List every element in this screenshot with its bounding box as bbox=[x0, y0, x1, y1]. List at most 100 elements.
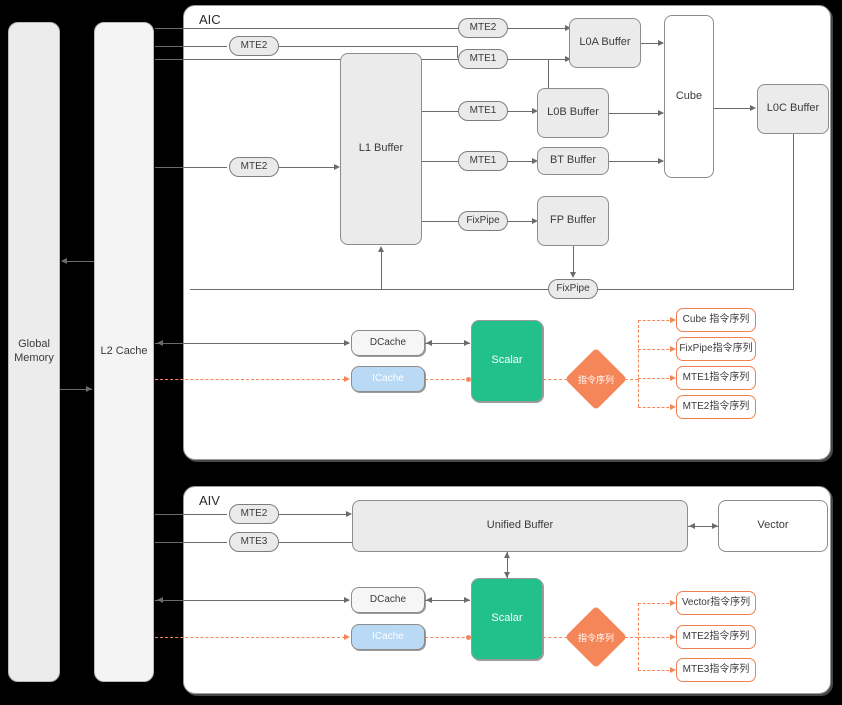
aic-q4-arrow bbox=[670, 404, 676, 410]
aiv-dcache-in-arrow bbox=[344, 597, 350, 603]
l2-to-gm-line bbox=[62, 261, 94, 262]
l0b-buffer-block: L0B Buffer bbox=[537, 88, 609, 138]
aic-feed-line-4 bbox=[155, 167, 227, 168]
vector-label: Vector bbox=[757, 519, 789, 532]
aic-mte1-c-arrow bbox=[532, 158, 538, 164]
fixpipe-to-l1-up bbox=[381, 252, 382, 289]
aic-dcache-scalar-line bbox=[425, 343, 470, 344]
fp-to-fixpipe-arrow bbox=[570, 272, 576, 278]
aic-mte2-top-arrow bbox=[565, 25, 571, 31]
aic-mte2-mid-label: MTE2 bbox=[240, 160, 268, 172]
aic-mte1-c-pill: MTE1 bbox=[458, 151, 508, 171]
aic-queue-mte2-label: MTE2指令序列 bbox=[682, 400, 750, 412]
aic-q2-arrow bbox=[670, 346, 676, 352]
aiv-queue-mte3: MTE3指令序列 bbox=[676, 658, 756, 682]
aiv-queue-vector: Vector指令序列 bbox=[676, 591, 756, 615]
ub-vector-arrow-r bbox=[712, 523, 718, 529]
l1-out-mte1a bbox=[422, 59, 458, 60]
aic-dispatch-bus-dash bbox=[620, 379, 638, 380]
bt-to-cube bbox=[609, 161, 663, 162]
aiv-icache-scalar-dash bbox=[425, 637, 470, 638]
l0c-buffer-block: L0C Buffer bbox=[757, 84, 829, 134]
aic-mte2-mid-pill: MTE2 bbox=[229, 157, 279, 177]
aiv-dcache-label: DCache bbox=[369, 593, 407, 605]
aic-feed-line-2 bbox=[155, 46, 227, 47]
aiv-l2-to-icache-dash bbox=[155, 637, 345, 638]
aic-title: AIC bbox=[199, 12, 221, 27]
cube-to-l0c-arrow bbox=[750, 105, 756, 111]
aic-icache-scalar-dash bbox=[425, 379, 470, 380]
aiv-feed-line-1 bbox=[155, 514, 227, 515]
aic-dcache-in-arrow bbox=[344, 340, 350, 346]
aiv-mte2-out bbox=[279, 514, 347, 515]
aic-dcache-block: DCache bbox=[351, 330, 425, 356]
aic-scalar-label: Scalar bbox=[491, 354, 523, 367]
l0a-to-cube bbox=[641, 43, 663, 44]
aic-q4-dash bbox=[638, 407, 674, 408]
aic-q1-arrow bbox=[670, 317, 676, 323]
aic-queue-fixpipe: FixPipe指令序列 bbox=[676, 337, 756, 361]
aiv-dcache-scalar-arrow-r bbox=[464, 597, 470, 603]
aiv-q3-arrow bbox=[670, 667, 676, 673]
aiv-mte2-arrow bbox=[346, 511, 352, 517]
l0b-to-cube-arrow bbox=[658, 110, 664, 116]
aic-queue-fixpipe-label: FixPipe指令序列 bbox=[679, 342, 753, 354]
aic-dcache-scalar-arrow-l bbox=[426, 340, 432, 346]
aic-mte1-a-label: MTE1 bbox=[469, 52, 497, 64]
cube-block: Cube bbox=[664, 15, 714, 178]
aic-mte1-b-label: MTE1 bbox=[469, 104, 497, 116]
aic-icache-label: ICache bbox=[372, 372, 404, 384]
fp-buffer-block: FP Buffer bbox=[537, 196, 609, 246]
l1-out-mte1c bbox=[422, 161, 458, 162]
gm-to-l2-line bbox=[60, 389, 92, 390]
l0c-buffer-label: L0C Buffer bbox=[766, 102, 820, 115]
aic-mte1-a-drop bbox=[548, 59, 549, 101]
ub-scalar-line bbox=[507, 552, 508, 578]
aic-l0a-in2-arrow bbox=[565, 56, 571, 62]
aiv-queue-vector-label: Vector指令序列 bbox=[681, 596, 751, 608]
fp-to-fixpipe-line bbox=[573, 246, 574, 273]
bt-to-cube-arrow bbox=[658, 158, 664, 164]
bt-buffer-label: BT Buffer bbox=[549, 154, 597, 167]
vector-block: Vector bbox=[718, 500, 828, 552]
aic-dispatch-label: 指令序列 bbox=[577, 374, 614, 385]
aiv-l2-back-arrow bbox=[157, 597, 163, 603]
aic-mte2-top-label: MTE2 bbox=[469, 21, 497, 33]
aic-icache-block: ICache bbox=[351, 366, 425, 392]
aic-q2-dash bbox=[638, 349, 674, 350]
aic-scalar-block: Scalar bbox=[471, 320, 543, 402]
ub-vector-line bbox=[688, 526, 718, 527]
aiv-icache-scalar-dot bbox=[466, 635, 471, 640]
aic-mte1-a-pill: MTE1 bbox=[458, 49, 508, 69]
gm-to-l2-arrow bbox=[86, 386, 92, 392]
aic-queue-mte1: MTE1指令序列 bbox=[676, 366, 756, 390]
aic-scalar-dispatch-dash bbox=[543, 379, 573, 380]
aiv-mte3-pill: MTE3 bbox=[229, 532, 279, 552]
aic-icache-scalar-dot bbox=[466, 377, 471, 382]
l0a-buffer-block: L0A Buffer bbox=[569, 18, 641, 68]
aic-mte2-l1-pill: MTE2 bbox=[229, 36, 279, 56]
aic-queue-cube: Cube 指令序列 bbox=[676, 308, 756, 332]
aic-feed-line-1 bbox=[155, 28, 460, 29]
ub-scalar-arrow-u bbox=[504, 552, 510, 558]
aic-q3-dash bbox=[638, 378, 674, 379]
cube-to-l0c bbox=[714, 108, 754, 109]
aic-mte2-top-pill: MTE2 bbox=[458, 18, 508, 38]
l1-buffer-block: L1 Buffer bbox=[340, 53, 422, 245]
l0c-to-fixpipe-line bbox=[598, 289, 794, 290]
aiv-q3-dash bbox=[638, 670, 674, 671]
aiv-icache-label: ICache bbox=[372, 630, 404, 642]
aic-q3-arrow bbox=[670, 375, 676, 381]
aiv-dcache-scalar-line bbox=[425, 600, 470, 601]
l1-out-mte1b bbox=[422, 111, 458, 112]
ub-vector-arrow-l bbox=[689, 523, 695, 529]
l0a-to-cube-arrow bbox=[658, 40, 664, 46]
aic-dcache-label: DCache bbox=[369, 336, 407, 348]
aiv-q2-arrow bbox=[670, 634, 676, 640]
aic-queue-cube-label: Cube 指令序列 bbox=[682, 313, 750, 325]
l1-out-fixpipe bbox=[422, 221, 458, 222]
aiv-q1-arrow bbox=[670, 600, 676, 606]
aiv-mte2-pill: MTE2 bbox=[229, 504, 279, 524]
aiv-icache-in-arrow bbox=[344, 634, 350, 640]
